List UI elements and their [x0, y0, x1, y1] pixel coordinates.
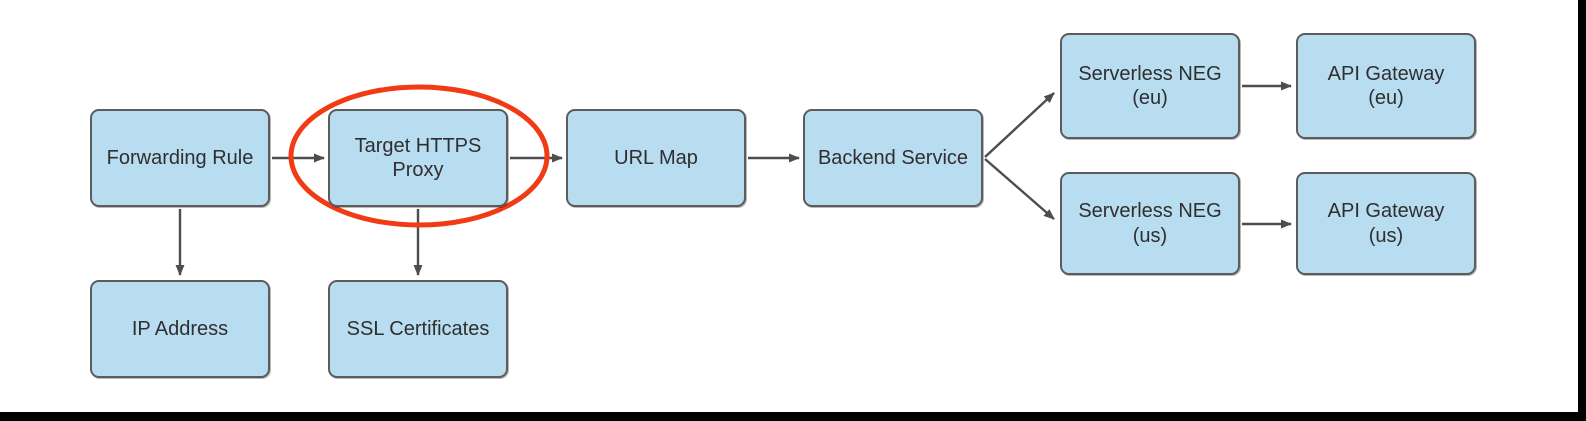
- node-label-api-gateway-us: API Gateway (us): [1327, 200, 1445, 247]
- node-serverless-neg-eu[interactable]: Serverless NEG (eu): [1060, 33, 1240, 139]
- node-target-https-proxy[interactable]: Target HTTPS Proxy: [328, 109, 508, 207]
- node-forwarding-rule[interactable]: Forwarding Rule: [90, 109, 270, 207]
- node-label-ip-address: IP Address: [131, 317, 229, 340]
- edge-group: [175, 81, 1292, 276]
- node-label-forwarding-rule: Forwarding Rule: [106, 146, 254, 169]
- frame-right-border: [1578, 0, 1586, 421]
- node-serverless-neg-us[interactable]: Serverless NEG (us): [1060, 172, 1240, 275]
- node-url-map[interactable]: URL Map: [566, 109, 746, 207]
- node-label-ssl-certificates: SSL Certificates: [346, 317, 490, 340]
- node-api-gateway-eu[interactable]: API Gateway (eu): [1296, 33, 1476, 139]
- node-label-api-gateway-eu: API Gateway (eu): [1327, 62, 1445, 109]
- frame-bottom-border: [0, 412, 1586, 421]
- node-label-url-map: URL Map: [614, 146, 698, 169]
- node-backend-service[interactable]: Backend Service: [803, 109, 983, 207]
- edge-backend-service-to-serverless-neg-us: [984, 158, 1055, 220]
- node-ssl-certificates[interactable]: SSL Certificates: [328, 280, 508, 378]
- highlight-ellipse-target-https-proxy: [288, 84, 550, 228]
- node-api-gateway-us[interactable]: API Gateway (us): [1296, 172, 1476, 275]
- node-label-target-https-proxy: Target HTTPS Proxy: [354, 134, 482, 181]
- node-label-backend-service: Backend Service: [817, 146, 969, 169]
- node-ip-address[interactable]: IP Address: [90, 280, 270, 378]
- node-label-serverless-neg-eu: Serverless NEG (eu): [1078, 62, 1222, 109]
- node-label-serverless-neg-us: Serverless NEG (us): [1078, 200, 1222, 247]
- edge-backend-service-to-serverless-neg-eu: [984, 92, 1055, 158]
